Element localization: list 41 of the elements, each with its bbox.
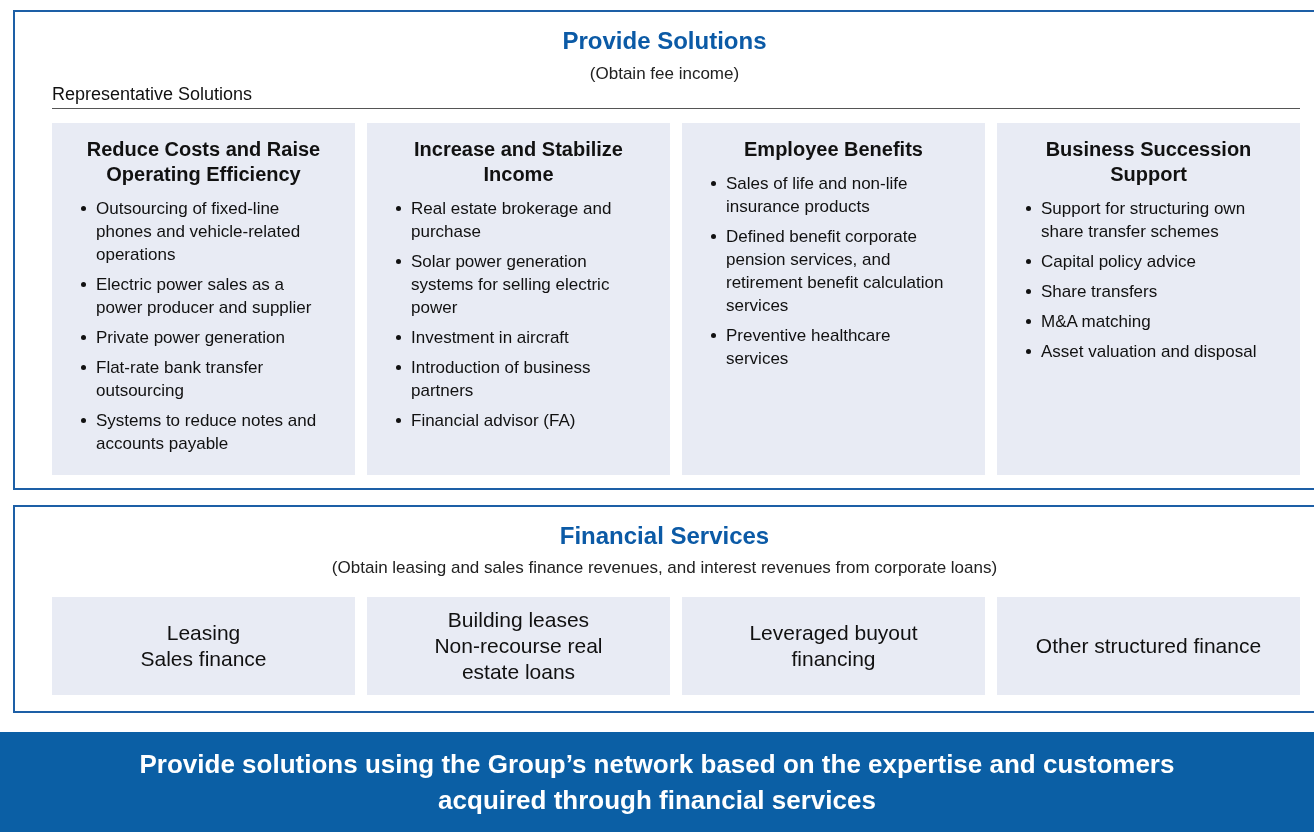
bullet-text: Preventive healthcare services	[726, 326, 891, 368]
category-card	[997, 123, 1300, 475]
bullet-text: Private power generation	[96, 328, 285, 347]
service-name: Non-recourse real estate loans	[433, 633, 604, 685]
section-heading: Financial Services	[558, 522, 771, 550]
bullet-text: Introduction of business partners	[411, 358, 591, 400]
service-name: Other structured finance	[1035, 633, 1262, 659]
section-panel	[13, 10, 1314, 490]
bullet-text: Share transfers	[1041, 282, 1158, 301]
card-heading: Reduce Costs and Raise Operating Efficiency	[85, 137, 322, 187]
service-name: Building leases	[447, 607, 590, 633]
service-name: Sales finance	[140, 646, 267, 672]
summary-banner	[0, 732, 1314, 832]
category-card	[682, 123, 985, 475]
bullet-text: Outsourcing of fixed-line phones and vehicle-related operations	[96, 199, 301, 264]
category-card	[52, 123, 355, 475]
bullet-text: Capital policy advice	[1041, 252, 1196, 271]
card-heading: Employee Benefits	[743, 137, 924, 162]
bullet-text: Asset valuation and disposal	[1041, 342, 1257, 361]
bullet-text: Solar power generation systems for selling electric power	[411, 252, 610, 317]
bullet-text: M&A matching	[1041, 312, 1151, 331]
bullet-text: Real estate brokerage and purchase	[411, 199, 612, 241]
section-label: Representative Solutions	[52, 83, 253, 105]
bullet-text: Flat-rate bank transfer outsourcing	[96, 358, 264, 400]
bullet-text: Systems to reduce notes and accounts payable	[96, 411, 317, 453]
bullet-text: Defined benefit corporate pension services, and retirement benefit calculation services	[726, 227, 944, 315]
service-name: Leveraged buyout financing	[748, 620, 919, 672]
bullet-text: Sales of life and non-life insurance products	[726, 174, 908, 216]
banner-text: Provide solutions using the Group’s network based on the expertise and customers acquired through financial services	[138, 748, 1176, 817]
bullet-text: Financial advisor (FA)	[411, 411, 576, 430]
card-heading: Increase and Stabilize Income	[413, 137, 624, 187]
section-panel	[13, 505, 1314, 713]
bullet-text: Electric power sales as a power producer and supplier	[96, 275, 312, 317]
category-card	[367, 123, 670, 475]
bullet-text: Investment in aircraft	[411, 328, 569, 347]
section-subtitle: (Obtain leasing and sales finance revenues, and interest revenues from corporate loans)	[330, 558, 999, 578]
service-name: Leasing	[166, 620, 241, 646]
card-heading: Business Succession Support	[1044, 137, 1253, 187]
section-heading: Provide Solutions	[561, 27, 768, 55]
bullet-text: Support for structuring own share transfer schemes	[1041, 199, 1246, 241]
section-subtitle: (Obtain fee income)	[588, 64, 741, 84]
